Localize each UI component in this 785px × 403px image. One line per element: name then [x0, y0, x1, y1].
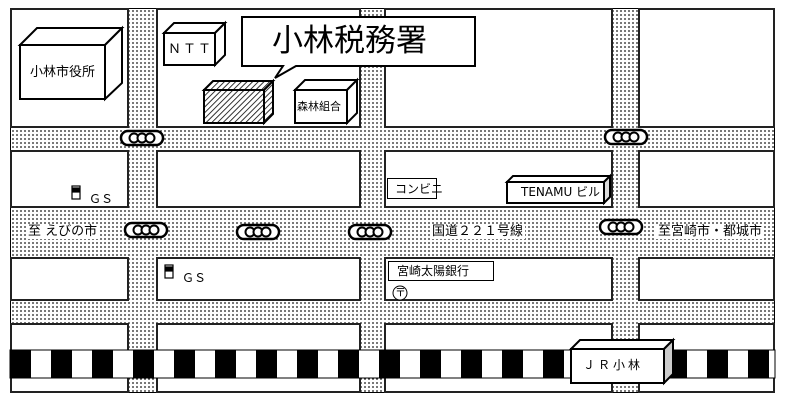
block [638, 150, 775, 208]
ntt-building [161, 20, 228, 68]
tenamu-label: TENAMU ビル [521, 185, 601, 199]
rail-tie [543, 350, 564, 378]
rail-tie [10, 350, 31, 378]
block [638, 257, 775, 301]
rail-tie [338, 350, 359, 378]
page-title: 小林税務署 [272, 23, 427, 59]
gas-station-icon [164, 264, 174, 279]
rail-tie [461, 350, 482, 378]
post-office-symbol: 〒 [395, 286, 406, 299]
gas-station-label: ＧＳ [89, 192, 114, 206]
ntt-label: ＮＴＴ [168, 42, 214, 57]
block [10, 257, 129, 301]
block [10, 150, 129, 208]
city-hall-building [17, 25, 125, 102]
block [638, 8, 775, 128]
rail-tie [92, 350, 113, 378]
gas-station-label: ＧＳ [182, 271, 207, 285]
traffic-light-icon [123, 221, 169, 239]
traffic-light-icon [119, 129, 165, 147]
rail-tie [215, 350, 236, 378]
post-office-icon [392, 285, 408, 301]
rail-tie [379, 350, 400, 378]
tenamu-building [504, 173, 613, 206]
road-label-east: 至宮崎市・都城市 [656, 224, 765, 239]
forest-union-label: 森林組合 [297, 100, 341, 113]
rail-tie [133, 350, 154, 378]
bank-label: 宮崎太陽銀行 [388, 261, 494, 281]
title-callout [241, 16, 476, 79]
gas-station-icon [71, 185, 81, 200]
jr-station-label: ＪＲ小林 [583, 358, 644, 372]
traffic-light-icon [235, 223, 281, 241]
traffic-light-icon [347, 223, 393, 241]
rail-tie [297, 350, 318, 378]
rail-tie [51, 350, 72, 378]
jr-station-building [568, 337, 676, 386]
tax-office-building [201, 78, 276, 126]
traffic-light-icon [598, 218, 644, 236]
forest-union-building [292, 77, 360, 126]
rail-tie [420, 350, 441, 378]
city-hall-label: 小林市役所 [30, 65, 96, 80]
block [156, 257, 361, 301]
rail-tie [174, 350, 195, 378]
convenience-store-label: コンビニ [387, 178, 443, 199]
rail-tie [748, 350, 769, 378]
rail-tie [502, 350, 523, 378]
road-label-route: 国道２２１号線 [430, 224, 526, 239]
block [156, 150, 361, 208]
rail-tie [707, 350, 728, 378]
road-label-west: 至 えびの市 [26, 224, 100, 239]
rail-tie [256, 350, 277, 378]
traffic-light-icon [603, 128, 649, 146]
